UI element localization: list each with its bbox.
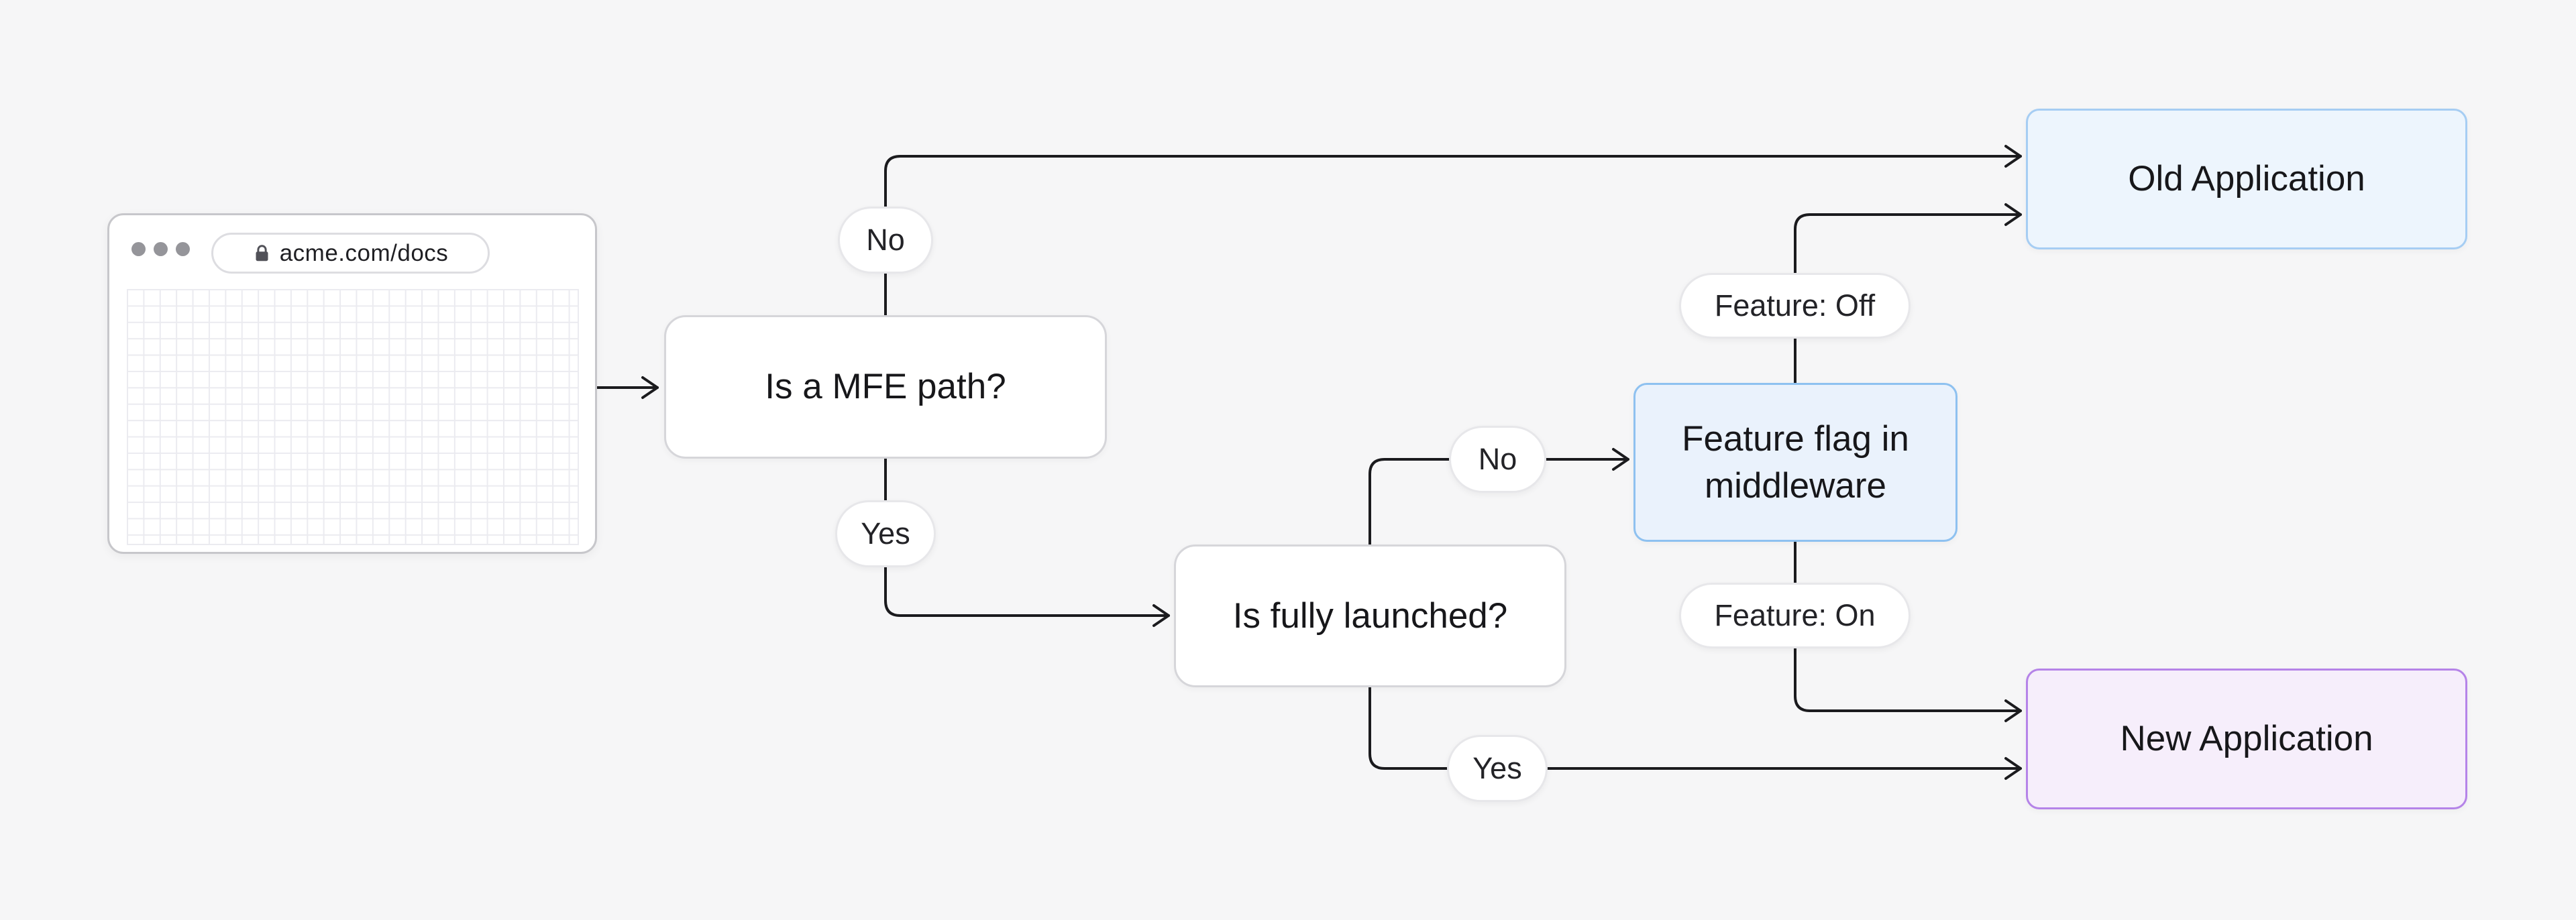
node-old-application: Old Application [2026,109,2467,249]
node-label: Is fully launched? [1232,595,1508,636]
url-bar: acme.com/docs [211,233,490,274]
edge-label-launched-no: No [1449,426,1546,493]
node-label: New Application [2120,719,2373,759]
node-label: Old Application [2128,159,2365,199]
node-new-application: New Application [2026,669,2467,809]
edge-launched-yes [1368,686,2022,780]
window-dot [154,242,168,256]
edge-label-text: No [866,223,905,257]
edge-mfe-yes [884,457,1170,627]
edge-label-text: Yes [1472,751,1522,785]
edge-mfe-no [884,145,2022,317]
edge-feature-off [1794,203,2022,384]
edge-label-text: No [1478,442,1517,476]
window-dot [131,242,146,256]
node-label: Feature flag in middleware [1682,418,1909,506]
edge-label-launched-yes: Yes [1447,735,1548,802]
edge-feature-on [1794,540,2022,722]
edge-label-mfe-yes: Yes [835,500,936,567]
edge-label-text: Yes [861,516,910,551]
edge-label-text: Feature: Off [1714,288,1876,323]
node-is-fully-launched: Is fully launched? [1174,544,1566,687]
browser-window: acme.com/docs [107,213,597,554]
edge-label-feature-on: Feature: On [1679,583,1911,648]
browser-grid-content [127,289,579,545]
node-is-mfe-path: Is a MFE path? [664,315,1107,459]
edge-label-feature-off: Feature: Off [1679,273,1911,339]
node-label: Is a MFE path? [765,367,1006,407]
edge-label-mfe-no: No [838,207,933,274]
edge-launched-no [1368,448,1629,546]
node-feature-flag-middleware: Feature flag in middleware [1633,383,1957,542]
url-text: acme.com/docs [279,239,449,266]
window-controls [131,242,190,256]
window-dot [176,242,190,256]
lock-icon [256,244,268,261]
edge-label-text: Feature: On [1714,598,1876,632]
